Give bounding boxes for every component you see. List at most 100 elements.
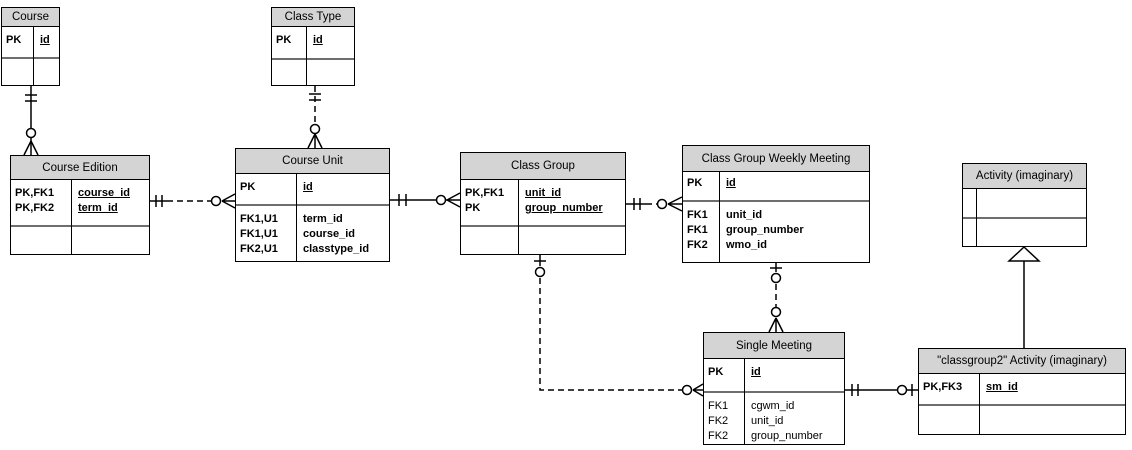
key-cell: PK,FK1: [465, 187, 505, 199]
cardinality-one-ticks: [155, 195, 163, 207]
attribute-row: FK2,U1 classtype_id: [236, 242, 389, 257]
attr-section: [2, 57, 59, 85]
attr-section: [11, 225, 149, 254]
entity-title: Class Group: [461, 153, 625, 180]
entity-title: Class Type: [272, 8, 354, 27]
attr-section: FK1 unit_id FK1 group_number FK2 wmo_id: [683, 200, 869, 262]
key-cell: FK2: [708, 430, 729, 442]
attribute-row: PK,FK2 term_id: [11, 201, 149, 216]
pk-section: PK id: [272, 27, 354, 58]
field-cell: course_id: [78, 187, 130, 199]
cardinality-one-ticks: [25, 94, 37, 102]
key-cell: FK2: [708, 415, 729, 427]
rel-class-group-single-meeting: [534, 255, 704, 397]
crow-foot: [23, 140, 39, 156]
attribute-row: PK,FK3 sm_id: [919, 380, 1125, 395]
entity-course-unit: Course Unit PK id FK1,U1 term_id FK1,U1 …: [235, 148, 390, 262]
entity-title: Class Group Weekly Meeting: [683, 146, 869, 172]
key-cell: PK,FK2: [15, 202, 55, 214]
pk-section: [963, 189, 1086, 217]
attribute-row: FK1,U1 term_id: [236, 212, 389, 227]
inheritance-triangle-icon: [1007, 245, 1041, 262]
attr-section: [963, 217, 1086, 246]
column-divider: [71, 180, 72, 254]
cardinality-zero-circle: [896, 384, 908, 396]
key-cell: PK: [276, 34, 292, 46]
pk-section: PK id: [704, 359, 844, 391]
attribute-row: PK id: [272, 33, 354, 48]
column-divider: [979, 374, 980, 434]
cardinality-zero-circle: [534, 266, 546, 278]
field-cell: cgwm_id: [751, 400, 795, 412]
pk-section: PK,FK1 course_id PK,FK2 term_id: [11, 180, 149, 225]
field-cell: unit_id: [525, 187, 562, 199]
cardinality-zero-circle: [309, 123, 321, 135]
entity-class-group-weekly-meeting: Class Group Weekly Meeting PK id FK1 uni…: [682, 145, 870, 263]
attribute-row: FK2 group_number: [704, 429, 844, 444]
attr-section: FK1,U1 term_id FK1,U1 course_id FK2,U1 c…: [236, 204, 389, 261]
attr-section: FK1 cgwm_id FK2 unit_id FK2 group_number: [704, 391, 844, 444]
rel-course-course-edition: [23, 86, 39, 156]
key-cell: FK1,U1: [240, 228, 278, 240]
crow-foot: [692, 383, 704, 397]
attr-section: [461, 225, 625, 254]
cardinality-zero-circle: [770, 306, 782, 318]
column-divider: [719, 172, 720, 262]
entity-activity-imaginary: Activity (imaginary): [962, 163, 1087, 247]
crow-foot: [446, 192, 461, 208]
rel-course-unit-class-group: [390, 192, 461, 208]
cardinality-one-ticks: [398, 194, 407, 206]
entity-single-meeting: Single Meeting PK id FK1 cgwm_id FK2 uni…: [703, 332, 845, 445]
attribute-row: FK2 unit_id: [704, 414, 844, 429]
cardinality-zero-circle: [435, 194, 447, 206]
pk-section: PK id: [683, 172, 869, 200]
field-cell: id: [726, 177, 736, 189]
key-cell: PK: [687, 177, 703, 189]
key-cell: PK,FK3: [923, 381, 963, 393]
entity-title: "classgroup2" Activity (imaginary): [919, 349, 1125, 374]
key-cell: PK,FK1: [15, 187, 55, 199]
column-divider: [296, 174, 297, 261]
key-cell: FK2,U1: [240, 243, 278, 255]
attribute-row: PK,FK1 course_id: [11, 186, 149, 201]
field-cell: wmo_id: [726, 239, 767, 251]
cardinality-zero-circle: [681, 384, 693, 396]
entity-title: Single Meeting: [704, 333, 844, 359]
field-cell: group_number: [726, 224, 804, 236]
field-cell: sm_id: [986, 381, 1018, 393]
pk-section: PK,FK3 sm_id: [919, 374, 1125, 404]
rel-single-meeting-classgroup2: [845, 384, 918, 396]
cardinality-zero-circle: [25, 127, 37, 139]
entity-title: Course: [2, 8, 59, 27]
field-cell: id: [303, 181, 313, 193]
attribute-row: FK1,U1 course_id: [236, 227, 389, 242]
key-cell: PK: [465, 202, 481, 214]
field-cell: unit_id: [726, 209, 763, 221]
field-cell: term_id: [78, 202, 118, 214]
cardinality-one-ticks: [633, 198, 641, 210]
field-cell: term_id: [303, 213, 343, 225]
entity-title: Course Unit: [236, 149, 389, 174]
key-cell: FK1: [687, 224, 708, 236]
attribute-row: PK id: [704, 365, 844, 380]
crow-foot: [221, 193, 236, 209]
cardinality-zero-circle: [770, 272, 782, 284]
attr-section: [919, 404, 1125, 434]
column-divider: [518, 180, 519, 254]
key-cell: PK: [6, 34, 22, 46]
cardinality-one-ticks: [309, 93, 321, 101]
entity-class-group: Class Group PK,FK1 unit_id PK group_numb…: [460, 152, 626, 255]
attribute-row: PK id: [683, 176, 869, 191]
attribute-row: PK group_number: [461, 201, 625, 216]
entity-course: Course PK id: [1, 7, 60, 86]
cardinality-zero-circle: [210, 195, 222, 207]
pk-section: PK id: [2, 27, 59, 57]
rel-class-group-cgwm: [626, 196, 683, 212]
entity-course-edition: Course Edition PK,FK1 course_id PK,FK2 t…: [10, 155, 150, 255]
crow-foot: [768, 317, 784, 333]
attribute-row: PK id: [2, 33, 59, 48]
entity-class-type: Class Type PK id: [271, 7, 355, 86]
key-cell: FK1,U1: [240, 213, 278, 225]
cardinality-one-ticks: [851, 384, 859, 396]
